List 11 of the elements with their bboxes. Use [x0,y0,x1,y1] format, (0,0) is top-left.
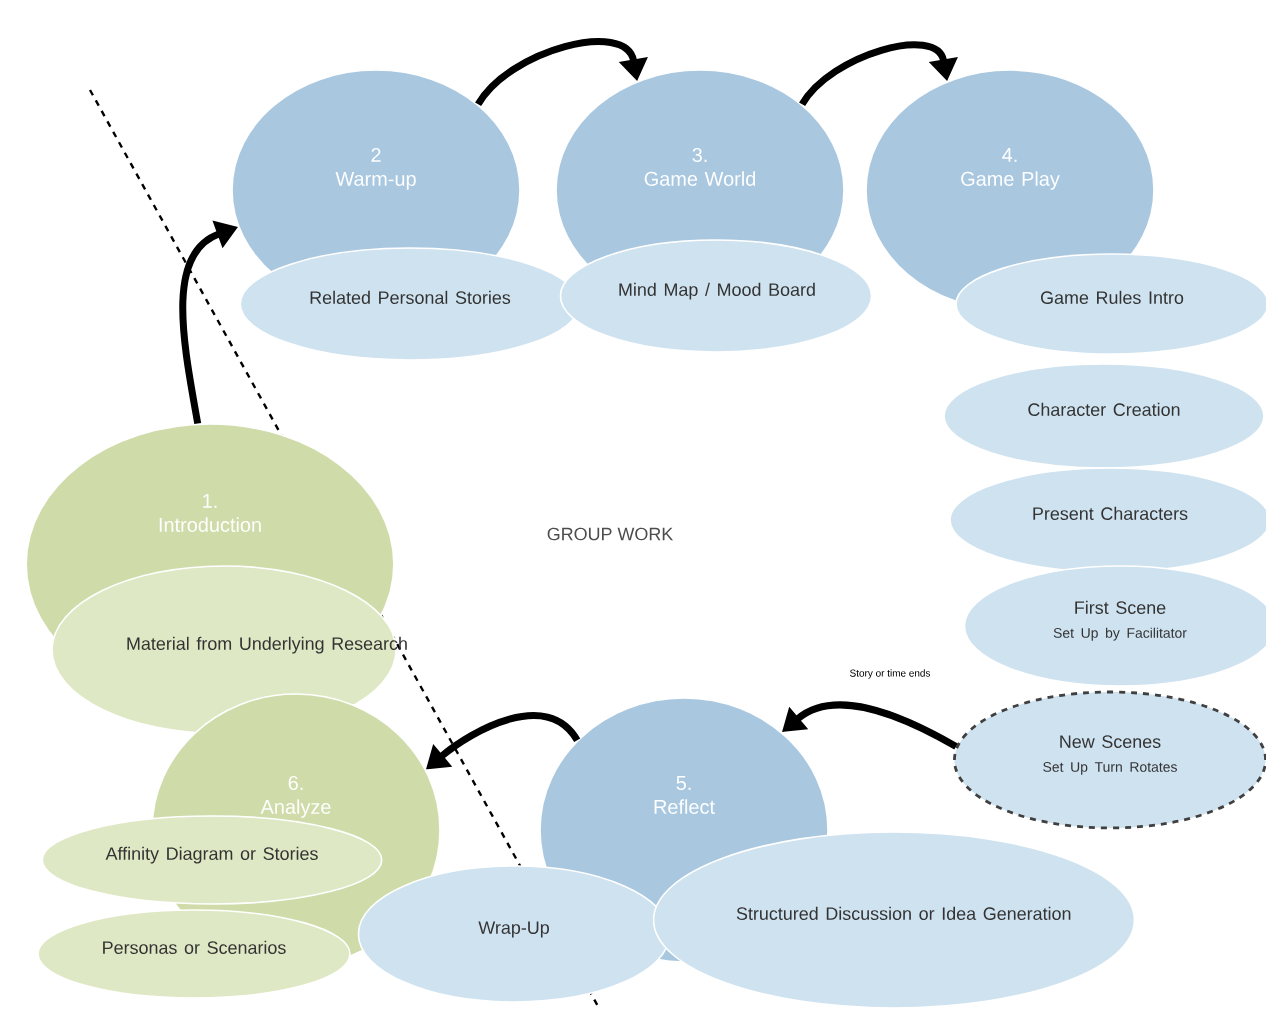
group-label: GROUP WORK [547,527,674,541]
activity-oval: Game Rules Intro [955,253,1266,355]
activity-oval: Personas or Scenarios [37,909,351,999]
activity-oval: Character Creation [943,363,1265,469]
activity-oval: Present Characters [949,467,1266,573]
activity-oval: Affinity Diagram or Stories [41,815,383,905]
activity-oval: Wrap-Up [357,865,671,1003]
curved-arrow [799,41,958,107]
curved-arrow [475,38,648,107]
activity-oval: Mind Map / Mood Board [559,239,873,353]
activity-oval: Related Personal Stories [239,247,581,361]
